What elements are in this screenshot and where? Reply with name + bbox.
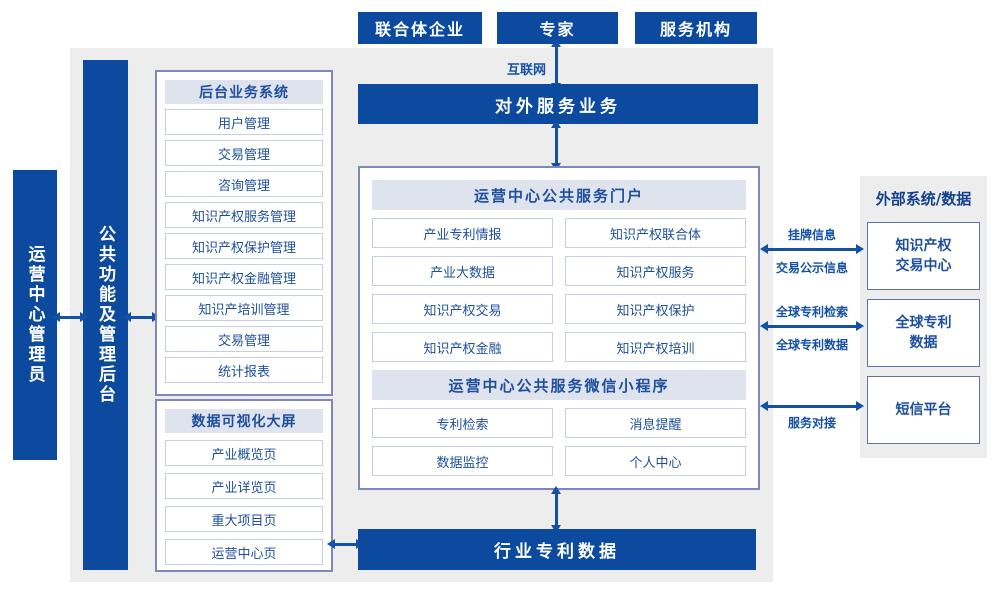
portal-item-ip-trade: 知识产权交易 [372, 294, 553, 324]
backend-system-panel: 后台业务系统 用户管理 交易管理 咨询管理 知识产权服务管理 知识产权保护管理 … [155, 70, 333, 396]
dashboard-item-major-projects: 重大项目页 [165, 506, 323, 532]
miniprogram-items-grid: 专利检索 消息提醒 数据监控 个人中心 [372, 408, 746, 476]
external-box-line: 全球专利 [895, 314, 952, 331]
dashboard-panel: 数据可视化大屏 产业概览页 产业详览页 重大项目页 运营中心页 [155, 399, 333, 572]
backend-item-trade-mgmt-2: 交易管理 [165, 326, 323, 352]
actor-consortium-enterprises: 联合体企业 [358, 12, 482, 44]
actor-service-agencies: 服务机构 [635, 12, 757, 44]
external-box-ip-trade-center: 知识产权 交易中心 [867, 222, 980, 290]
portal-items-grid: 产业专利情报 知识产权联合体 产业大数据 知识产权服务 知识产权交易 知识产权保… [372, 218, 746, 362]
public-service-container: 运营中心公共服务门户 产业专利情报 知识产权联合体 产业大数据 知识产权服务 知… [358, 166, 760, 490]
miniprogram-item-message-reminder: 消息提醒 [565, 408, 746, 438]
arrow-portal-to-industry-data [551, 486, 561, 533]
external-box-line: 交易中心 [895, 258, 952, 274]
internet-label: 互联网 [506, 63, 546, 78]
backend-system-title: 后台业务系统 [165, 80, 323, 104]
portal-item-patent-intelligence: 产业专利情报 [372, 218, 553, 248]
portal-item-ip-consortium: 知识产权联合体 [565, 218, 746, 248]
external-service-bar: 对外服务业务 [358, 84, 758, 124]
trade-publicity-label: 交易公示信息 [775, 261, 848, 275]
backend-item-user-mgmt: 用户管理 [165, 109, 323, 135]
portal-item-industry-bigdata: 产业大数据 [372, 256, 553, 286]
backend-item-ip-training-mgmt: 知识产培训管理 [165, 295, 323, 321]
dashboard-item-industry-detail: 产业详览页 [165, 473, 323, 499]
miniprogram-item-patent-search: 专利检索 [372, 408, 553, 438]
portal-item-ip-service: 知识产权服务 [565, 256, 746, 286]
backend-item-ip-protection-mgmt: 知识产权保护管理 [165, 233, 323, 259]
global-patent-data-label: 全球专利数据 [775, 338, 848, 352]
industry-patent-data-bar: 行业专利数据 [358, 529, 756, 570]
external-box-line: 短信平台 [895, 401, 952, 418]
external-box-line: 知识产权 [895, 237, 952, 254]
miniprogram-title: 运营中心公共服务微信小程序 [372, 370, 746, 400]
miniprogram-item-personal-center: 个人中心 [565, 446, 746, 476]
dashboard-item-operation-center: 运营中心页 [165, 539, 323, 565]
internet-arrow [551, 39, 561, 91]
portal-title: 运营中心公共服务门户 [372, 180, 746, 210]
external-systems-title: 外部系统/数据 [875, 190, 972, 208]
public-backend-bar: 公共功能及管理后台 [83, 60, 128, 570]
miniprogram-item-data-monitoring: 数据监控 [372, 446, 553, 476]
external-systems-panel: 外部系统/数据 知识产权 交易中心 全球专利 数据 短信平台 [860, 176, 987, 458]
backend-item-consult-mgmt: 咨询管理 [165, 171, 323, 197]
portal-item-ip-training: 知识产权培训 [565, 332, 746, 362]
actor-experts: 专家 [497, 12, 618, 44]
external-box-global-patent-data: 全球专利 数据 [867, 299, 980, 367]
arrow-service-connect [760, 401, 864, 411]
backend-item-statistics-report: 统计报表 [165, 357, 323, 383]
external-box-line: 数据 [909, 335, 938, 351]
arrow-dashboard-to-industry-data [327, 539, 364, 549]
operation-admin-bar: 运营中心管理员 [13, 170, 57, 460]
arrow-ip-trade-center [760, 244, 864, 254]
arrow-service-to-portal [551, 120, 561, 171]
arrow-admin-to-backend [52, 312, 88, 322]
service-connect-label: 服务对接 [787, 416, 836, 430]
arrow-backend-to-system [123, 312, 160, 322]
external-box-sms-platform: 短信平台 [867, 376, 980, 444]
portal-item-ip-protection: 知识产权保护 [565, 294, 746, 324]
backend-item-ip-finance-mgmt: 知识产权金融管理 [165, 264, 323, 290]
listing-info-label: 挂牌信息 [787, 228, 836, 242]
arrow-global-patent [760, 321, 864, 331]
backend-item-ip-service-mgmt: 知识产权服务管理 [165, 202, 323, 228]
global-patent-search-label: 全球专利检索 [775, 305, 848, 319]
dashboard-item-industry-overview: 产业概览页 [165, 440, 323, 466]
backend-item-trade-mgmt: 交易管理 [165, 140, 323, 166]
portal-item-ip-finance: 知识产权金融 [372, 332, 553, 362]
dashboard-title: 数据可视化大屏 [165, 409, 323, 433]
